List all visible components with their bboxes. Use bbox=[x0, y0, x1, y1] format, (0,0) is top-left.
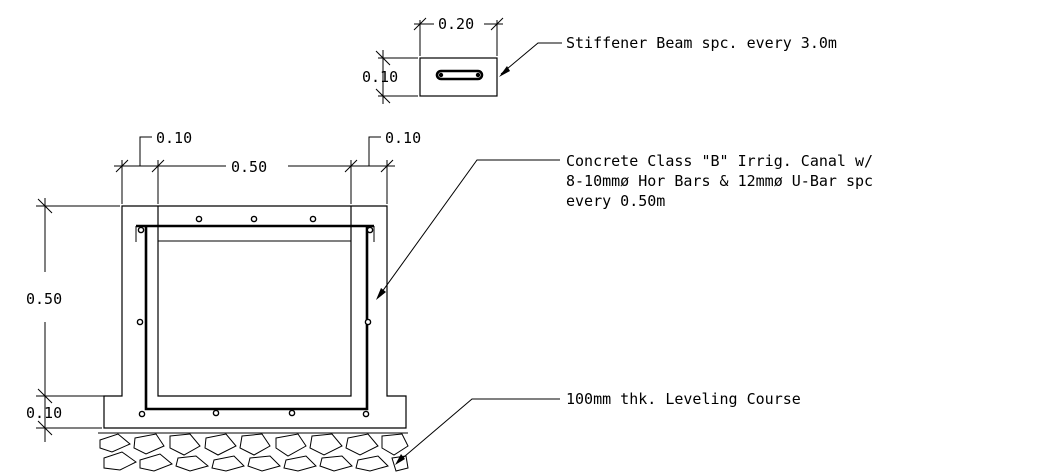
height-dimensions: 0.50 0.10 bbox=[26, 198, 120, 442]
left-wall-label: 0.10 bbox=[156, 129, 192, 147]
beam-height-label: 0.10 bbox=[362, 68, 398, 86]
leveling-leader: 100mm thk. Leveling Course bbox=[395, 390, 801, 465]
u-bar-hook-left bbox=[135, 225, 146, 242]
concrete-note-line3: every 0.50m bbox=[566, 192, 665, 210]
wall-height-label: 0.50 bbox=[26, 290, 62, 308]
stiffener-beam-bar-right bbox=[475, 72, 481, 78]
beam-width-dimension: 0.20 bbox=[413, 15, 504, 56]
beam-height-dimension: 0.10 bbox=[362, 50, 418, 104]
stiffener-note: Stiffener Beam spc. every 3.0m bbox=[566, 34, 837, 52]
stiffener-beam-bar-left bbox=[438, 72, 444, 78]
right-wall-label: 0.10 bbox=[385, 129, 421, 147]
leveling-note: 100mm thk. Leveling Course bbox=[566, 390, 801, 408]
beam-width-label: 0.20 bbox=[438, 15, 474, 33]
top-width-dimensions: 0.50 0.10 0.10 bbox=[114, 129, 421, 204]
concrete-leader: Concrete Class "B" Irrig. Canal w/ 8-10m… bbox=[376, 152, 873, 300]
u-bar-reinforcement bbox=[144, 225, 369, 411]
stiffener-beam-detail: 0.20 0.10 Stiffener Beam spc. every 3.0m bbox=[362, 15, 837, 104]
inner-width-label: 0.50 bbox=[231, 158, 267, 176]
base-thickness-label: 0.10 bbox=[26, 404, 62, 422]
canal-inner-opening bbox=[157, 206, 352, 397]
canal-section: 0.50 0.10 0.10 0.50 0.10 Concrete Class bbox=[26, 129, 873, 472]
longitudinal-bars bbox=[136, 215, 374, 418]
leveling-course-gravel bbox=[98, 432, 409, 472]
u-bar-hook-right bbox=[367, 225, 375, 242]
concrete-note-line2: 8-10mmø Hor Bars & 12mmø U-Bar spc bbox=[566, 172, 873, 190]
concrete-note-line1: Concrete Class "B" Irrig. Canal w/ bbox=[566, 152, 873, 170]
canal-concrete-outline bbox=[103, 205, 407, 429]
stiffener-beam-section bbox=[419, 57, 498, 97]
stiffener-leader: Stiffener Beam spc. every 3.0m bbox=[499, 34, 837, 77]
stiffener-beam-stirrup bbox=[435, 69, 484, 81]
